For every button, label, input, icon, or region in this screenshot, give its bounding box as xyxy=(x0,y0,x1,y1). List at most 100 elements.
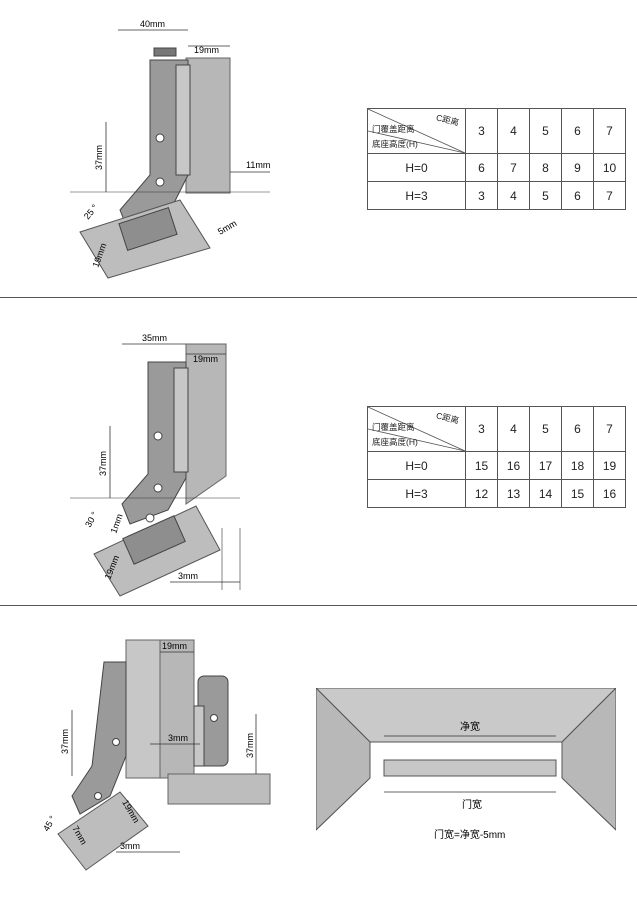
dim-height-right: 37mm xyxy=(245,733,255,758)
dim-width: 40mm xyxy=(140,19,165,29)
table-cell: 16 xyxy=(593,479,626,508)
table-cell: 5 xyxy=(529,181,562,210)
dim-side: 19mm xyxy=(193,354,218,364)
table-cell: 16 xyxy=(497,451,530,480)
hinge-cup xyxy=(118,207,178,251)
door-width-label: 门宽 xyxy=(462,798,482,811)
column-header: 7 xyxy=(593,108,626,154)
column-header: 6 xyxy=(561,406,594,452)
screw xyxy=(112,738,120,746)
table-cell: 6 xyxy=(465,153,498,182)
dim-bottom: 3mm xyxy=(120,841,140,851)
dim-width: 35mm xyxy=(142,333,167,343)
dim-small: 1mm xyxy=(108,512,124,534)
table-cell: 4 xyxy=(497,181,530,210)
cabinet-left-stile xyxy=(316,688,371,831)
column-header: 5 xyxy=(529,406,562,452)
screw xyxy=(145,513,155,523)
screw xyxy=(153,431,163,441)
hinge-plate xyxy=(175,64,191,176)
row-label: H=3 xyxy=(367,479,466,508)
table-cell: 7 xyxy=(593,181,626,210)
column-header: 6 xyxy=(561,108,594,154)
screw xyxy=(94,792,102,800)
table-header-cell: C距离 门覆盖距离 底座高度(H) xyxy=(367,406,466,452)
dim-side: 19mm xyxy=(162,641,187,651)
table-row: H=0 15 16 17 18 19 xyxy=(367,451,626,480)
table-cell: 8 xyxy=(529,153,562,182)
header-door-label: 门覆盖距离 xyxy=(372,124,415,134)
table-cell: 15 xyxy=(561,479,594,508)
screw xyxy=(210,714,218,722)
cabinet-right-stile xyxy=(561,688,616,831)
dim-height-left: 37mm xyxy=(60,729,70,754)
table-row: H=3 3 4 5 6 7 xyxy=(367,181,626,210)
row-label: H=3 xyxy=(367,181,466,210)
table-cell: 18 xyxy=(561,451,594,480)
hinge-plate xyxy=(193,705,205,767)
row-label: H=0 xyxy=(367,153,466,182)
dim-angle: 30 ° xyxy=(83,510,100,529)
table-cell: 9 xyxy=(561,153,594,182)
dim-clear: 5mm xyxy=(216,218,238,237)
table-cell: 12 xyxy=(465,479,498,508)
column-header: 4 xyxy=(497,108,530,154)
table-cell: 17 xyxy=(529,451,562,480)
table-cell: 6 xyxy=(561,181,594,210)
spec-table-1: C距离 门覆盖距离 底座高度(H) 3 4 5 6 7 H=0 6 7 8 9 … xyxy=(367,108,626,210)
dim-gap: 3mm xyxy=(168,733,188,743)
cabinet-diagram: 净宽 门宽 门宽=净宽-5mm xyxy=(316,688,616,841)
net-width-label: 净宽 xyxy=(460,720,480,733)
table-row: H=3 12 13 14 15 16 xyxy=(367,479,626,508)
column-header: 5 xyxy=(529,108,562,154)
table-cell: 19 xyxy=(593,451,626,480)
hinge-diagram-2: 35mm 19mm 37mm 30 ° 1mm 19mm 3mm xyxy=(70,333,241,597)
column-header: 7 xyxy=(593,406,626,452)
hinge-cap xyxy=(153,47,177,57)
section-divider xyxy=(0,605,637,606)
table-cell: 3 xyxy=(465,181,498,210)
hinge-diagram-3: 19mm 37mm 37mm 3mm 45 ° 7mm 19mm 3mm xyxy=(41,639,271,871)
formula-label: 门宽=净宽-5mm xyxy=(434,828,505,841)
screw xyxy=(155,177,165,187)
side-panel xyxy=(125,639,161,779)
hinge-diagram-1: 40mm 19mm 37mm 11mm 25 ° 5mm 19mm xyxy=(70,19,270,279)
table-cell: 13 xyxy=(497,479,530,508)
hinge-plate xyxy=(173,367,189,473)
panel-2: 35mm 19mm 37mm 30 ° 1mm 19mm 3mm C距离 门覆盖… xyxy=(0,298,637,605)
table-cell: 15 xyxy=(465,451,498,480)
panel-3: 19mm 37mm 37mm 3mm 45 ° 7mm 19mm 3mm 净宽 … xyxy=(0,606,637,900)
dim-angle: 45 ° xyxy=(41,814,58,833)
base-board xyxy=(167,773,271,805)
hinge-cup xyxy=(122,515,186,565)
door-panel xyxy=(57,791,149,871)
spec-table-2: C距离 门覆盖距离 底座高度(H) 3 4 5 6 7 H=0 15 16 17… xyxy=(367,406,626,508)
row-label: H=0 xyxy=(367,451,466,480)
section-divider xyxy=(0,297,637,298)
side-panel xyxy=(159,639,195,779)
table-cell: 10 xyxy=(593,153,626,182)
dim-bottom: 3mm xyxy=(178,571,198,581)
header-base-label: 底座高度(H) xyxy=(372,139,418,149)
door-strip xyxy=(383,759,557,777)
dim-height: 37mm xyxy=(98,451,108,476)
header-base-label: 底座高度(H) xyxy=(372,437,418,447)
column-header: 3 xyxy=(465,406,498,452)
table-cell: 14 xyxy=(529,479,562,508)
dim-height: 37mm xyxy=(94,145,104,170)
screw xyxy=(155,133,165,143)
column-header: 4 xyxy=(497,406,530,452)
dim-angle: 25 ° xyxy=(82,202,100,221)
table-row: H=0 6 7 8 9 10 xyxy=(367,153,626,182)
column-header: 3 xyxy=(465,108,498,154)
panel-1: 40mm 19mm 37mm 11mm 25 ° 5mm 19mm C距离 门覆… xyxy=(0,0,637,297)
table-cell: 7 xyxy=(497,153,530,182)
hinge-arm xyxy=(71,661,127,815)
side-panel xyxy=(185,57,231,194)
dim-side: 19mm xyxy=(194,45,219,55)
screw xyxy=(153,483,163,493)
side-panel xyxy=(185,343,227,505)
header-door-label: 门覆盖距离 xyxy=(372,422,415,432)
dim-gap: 11mm xyxy=(246,160,270,170)
table-header-cell: C距离 门覆盖距离 底座高度(H) xyxy=(367,108,466,154)
